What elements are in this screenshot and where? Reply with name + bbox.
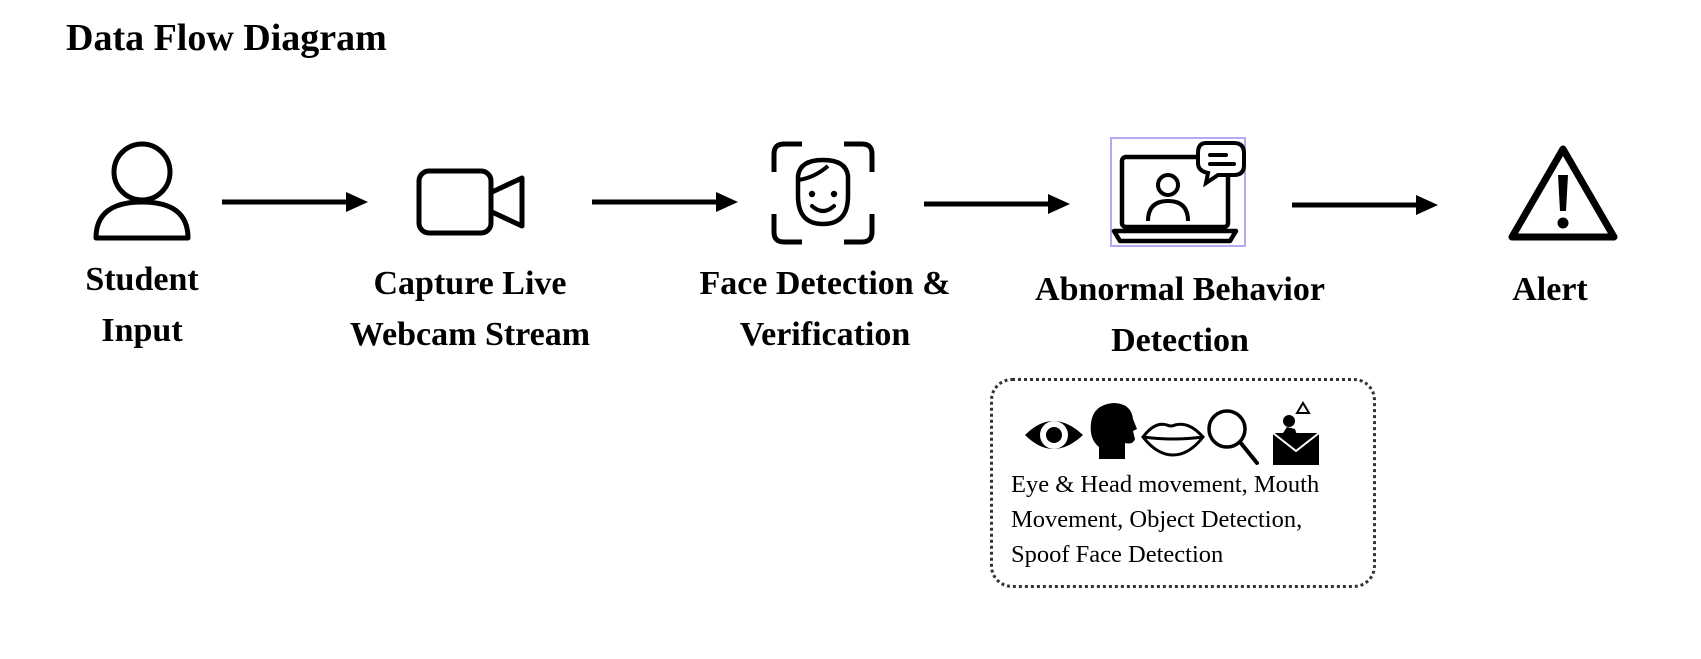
warning-icon: [1508, 145, 1618, 241]
laptop-user-chat-icon: [1110, 137, 1246, 247]
flow-arrow: [1292, 195, 1438, 215]
face-scan-icon: [771, 141, 875, 245]
envelope-alert-icon: [1272, 401, 1320, 465]
flow-arrow: [222, 192, 368, 212]
person-icon: [93, 141, 191, 241]
node-label-alert: Alert: [1512, 271, 1588, 308]
magnifier-icon: [1207, 409, 1259, 465]
page-title: Data Flow Diagram: [66, 17, 387, 59]
behavior-details-text: Eye & Head movement, Mouth Movement, Obj…: [1011, 471, 1320, 568]
node-label-capture-live: Capture Live Webcam Stream: [349, 265, 591, 353]
lips-icon: [1141, 422, 1205, 457]
flow-arrow: [592, 192, 738, 212]
video-camera-icon: [416, 168, 525, 236]
node-label-abnormal-behavior: Abnormal Behavior Detection: [1035, 271, 1325, 359]
behavior-icons-row: [1025, 401, 1320, 465]
node-label-student-input: Student Input: [85, 261, 199, 349]
eye-icon: [1025, 421, 1083, 449]
head-silhouette-icon: [1090, 403, 1137, 459]
node-label-face-detection: Face Detection & Verification: [699, 265, 951, 353]
flow-arrow: [924, 194, 1070, 214]
behavior-details-box: Eye & Head movement, Mouth Movement, Obj…: [990, 378, 1376, 588]
